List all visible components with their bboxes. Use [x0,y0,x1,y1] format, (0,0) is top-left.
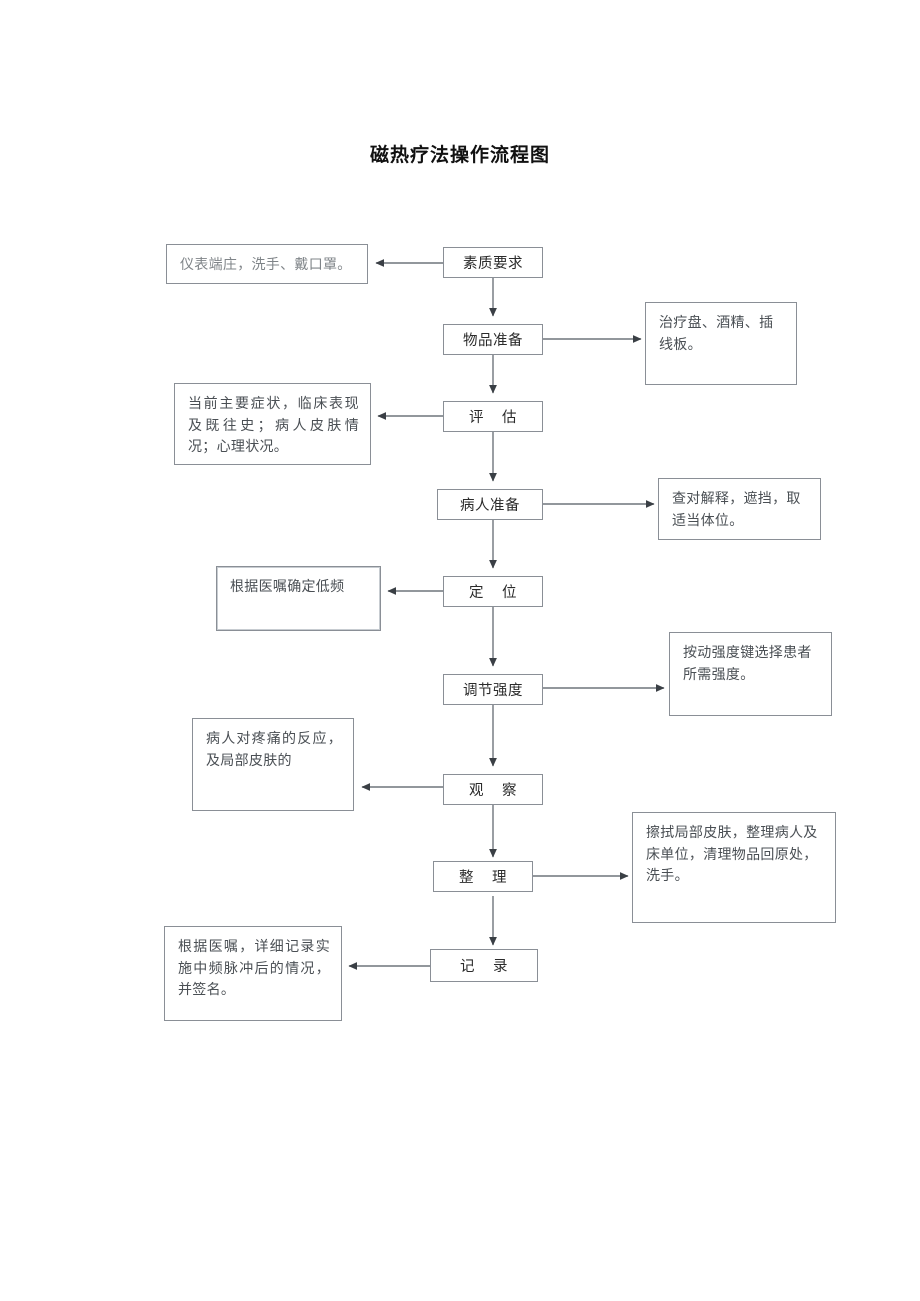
note-patient-text: 查对解释，遮挡，取适当体位。 [672,490,801,528]
note-intensity: 按动强度键选择患者所需强度。 [669,632,832,716]
note-supplies: 治疗盘、酒精、插线板。 [645,302,797,385]
note-quality-text: 仪表端庄，洗手、戴口罩。 [180,256,352,272]
step-intensity-label: 调节强度 [463,683,523,699]
note-quality: 仪表端庄，洗手、戴口罩。 [166,244,368,284]
step-tidy[interactable]: 整 理 [433,861,533,892]
step-assess-label: 评 估 [468,410,518,426]
step-assess[interactable]: 评 估 [443,401,543,432]
step-patient-label: 病人准备 [460,498,520,514]
step-observe-label: 观 察 [468,783,518,799]
step-patient[interactable]: 病人准备 [437,489,543,520]
step-quality[interactable]: 素质要求 [443,247,543,278]
step-quality-label: 素质要求 [463,256,523,272]
step-observe[interactable]: 观 察 [443,774,543,805]
note-supplies-text: 治疗盘、酒精、插线板。 [659,314,774,352]
note-record: 根据医嘱，详细记录实施中频脉冲后的情况，并签名。 [164,926,342,1021]
note-record-text: 根据医嘱，详细记录实施中频脉冲后的情况，并签名。 [178,938,330,998]
note-patient: 查对解释，遮挡，取适当体位。 [658,478,821,540]
step-record-label: 记 录 [459,959,509,975]
note-position: 根据医嘱确定低频 [216,566,381,631]
note-tidy-text: 擦拭局部皮肤，整理病人及床单位，清理物品回原处，洗手。 [646,824,818,884]
note-observe: 病人对疼痛的反应，及局部皮肤的 [192,718,354,811]
note-assess: 当前主要症状，临床表现及既往史；病人皮肤情况；心理状况。 [174,383,371,465]
note-intensity-text: 按动强度键选择患者所需强度。 [683,644,812,682]
step-supplies[interactable]: 物品准备 [443,324,543,355]
note-observe-text: 病人对疼痛的反应，及局部皮肤的 [206,730,342,768]
step-position-label: 定 位 [468,585,518,601]
step-supplies-label: 物品准备 [463,333,523,349]
step-tidy-label: 整 理 [458,870,508,886]
step-record[interactable]: 记 录 [430,949,538,982]
page-title: 磁热疗法操作流程图 [369,145,550,166]
note-assess-text: 当前主要症状，临床表现及既往史；病人皮肤情况；心理状况。 [188,395,359,455]
step-position[interactable]: 定 位 [443,576,543,607]
step-intensity[interactable]: 调节强度 [443,674,543,705]
note-tidy: 擦拭局部皮肤，整理病人及床单位，清理物品回原处，洗手。 [632,812,836,923]
note-position-text: 根据医嘱确定低频 [230,578,345,594]
